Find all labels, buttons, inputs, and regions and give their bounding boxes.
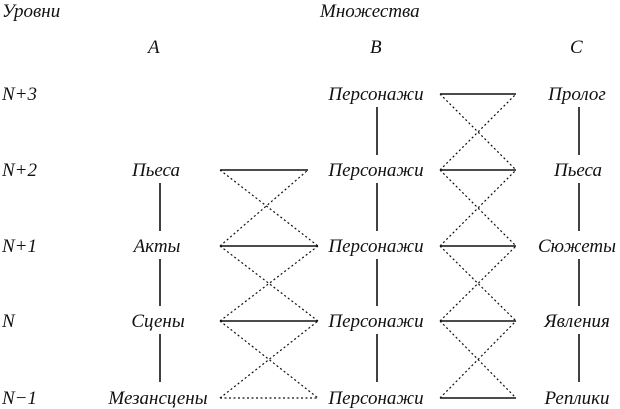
node-c-prologue: Пролог — [547, 84, 606, 105]
node-a-acts: Акты — [132, 236, 181, 257]
level-label-n-plus-3: N+3 — [1, 84, 37, 105]
node-b-characters-1: Персонажи — [327, 84, 423, 105]
bridge-bc-cross-4b — [439, 320, 517, 399]
node-a-scenes: Сцены — [131, 311, 185, 332]
node-b-characters-5: Персонажи — [327, 388, 423, 409]
node-b-characters-4: Персонажи — [327, 311, 423, 332]
bridge-ab-cross-3b — [219, 320, 319, 399]
set-b-label: B — [370, 37, 382, 58]
set-a-label: A — [146, 37, 160, 58]
sets-header: Множества — [319, 1, 420, 22]
level-label-n-plus-1: N+1 — [1, 236, 37, 257]
node-c-phenomena: Явления — [543, 311, 610, 332]
bridge-ab-cross-1a — [219, 169, 319, 247]
node-b-characters-3: Персонажи — [327, 236, 423, 257]
node-c-play: Пьеса — [553, 160, 602, 181]
level-label-n-minus-1: N−1 — [1, 388, 37, 409]
node-b-characters-2: Персонажи — [327, 160, 423, 181]
levels-header: Уровни — [2, 1, 60, 22]
level-label-n-plus-2: N+2 — [1, 160, 37, 181]
set-c-label: C — [570, 37, 583, 58]
level-label-n: N — [1, 311, 16, 332]
node-c-plots: Сюжеты — [538, 236, 616, 257]
node-c-lines: Реплики — [543, 388, 609, 409]
node-a-play: Пьеса — [131, 160, 180, 181]
bridge-ab-cross-3a — [219, 320, 319, 399]
node-a-mise-en-scenes: Мезансцены — [107, 388, 207, 409]
bridge-ab-cross-1b — [219, 169, 309, 247]
